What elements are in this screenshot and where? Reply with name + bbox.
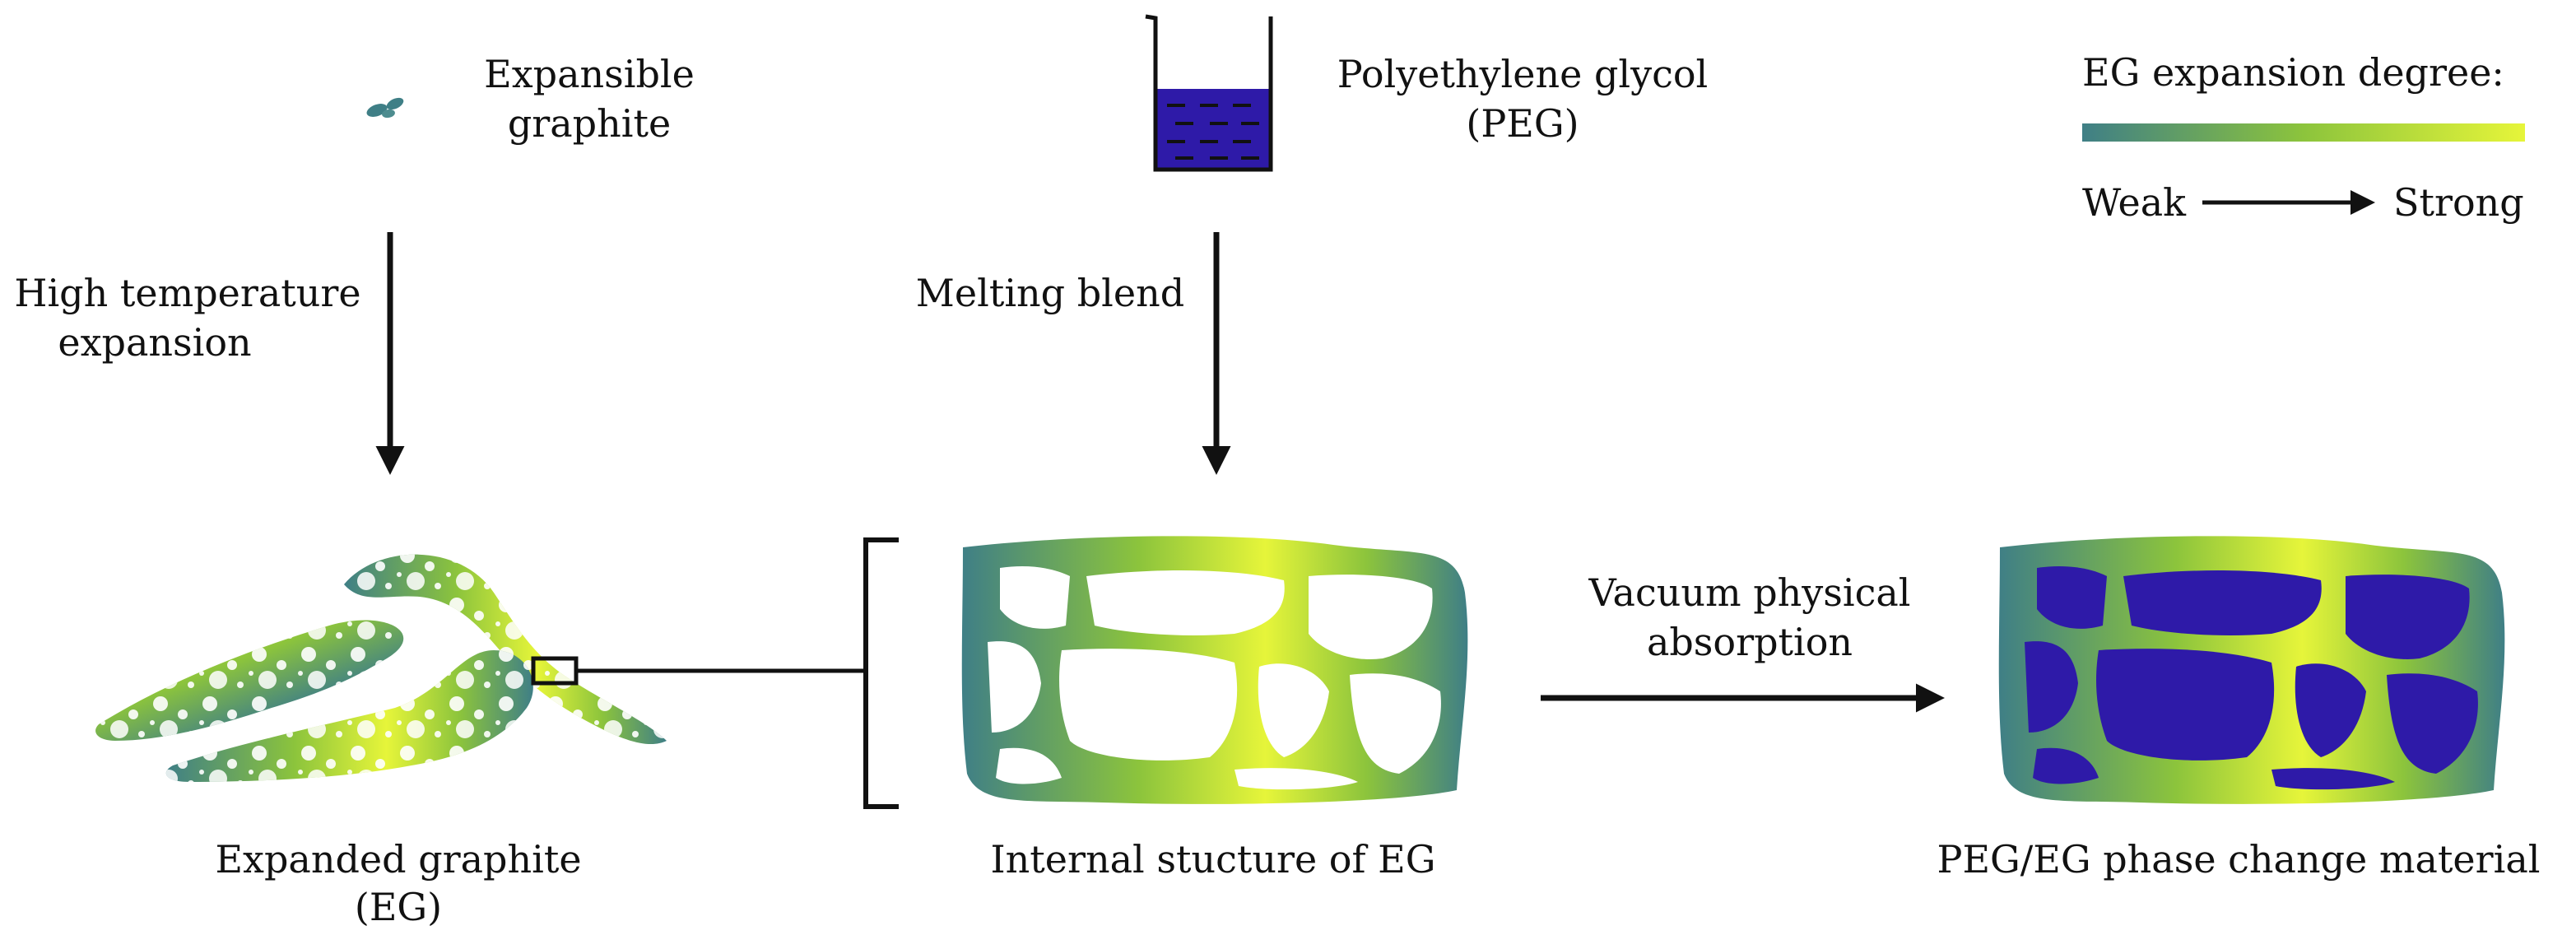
vacuum-label-line2: absorption [1647,620,1853,664]
peg-label-line1: Polyethylene glycol [1337,52,1709,96]
expanded-graphite-icon [95,554,667,782]
pcm-icon [1998,536,2505,804]
expansible-graphite-label-line1: Expansible [484,52,695,96]
zoom-bracket [863,537,899,809]
melting-blend-label: Melting blend [916,271,1184,315]
graphite-flakes-icon [366,97,404,119]
legend-weak-label: Weak [2082,180,2187,225]
beaker-icon [1145,14,1273,172]
high-temp-label-line2: expansion [58,320,251,365]
vacuum-label-line1: Vacuum physical [1588,570,1911,615]
legend-strong-label: Strong [2393,180,2524,225]
peg-label-line2: (PEG) [1466,101,1579,146]
expansible-graphite-label-line2: graphite [508,101,671,146]
pcm-label: PEG/EG phase change material [1937,837,2541,882]
expanded-graphite-label-line2: (EG) [355,885,442,929]
legend-gradient-bar [2082,123,2525,142]
expanded-graphite-label-line1: Expanded graphite [215,837,581,882]
legend-title: EG expansion degree: [2082,50,2504,95]
high-temp-label-line1: High temperature [14,271,360,315]
internal-structure-icon [961,536,1468,804]
internal-structure-label: Internal stucture of EG [991,837,1436,882]
